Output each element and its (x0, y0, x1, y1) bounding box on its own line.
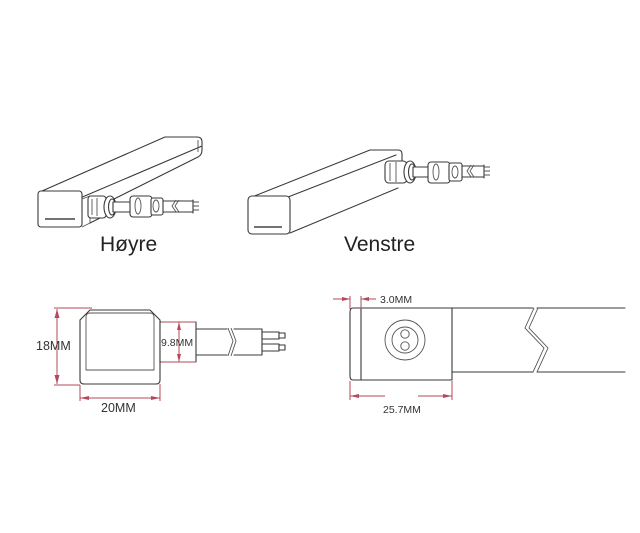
dimension-25-7mm: 25.7MM (349, 381, 453, 416)
dimension-9-8mm: 9.8MM (161, 321, 196, 363)
end-view-drawing: 18MM 9.8MM 20MM (36, 307, 286, 415)
hoyre-isometric-view: Høyre (37, 136, 203, 256)
dim-label-cable-height: 9.8MM (161, 337, 193, 349)
dim-label-cap-thickness: 3.0MM (380, 294, 412, 306)
dimension-18mm: 18MM (36, 307, 92, 386)
dimension-20mm: 20MM (79, 384, 161, 415)
side-view-drawing: 3.0MM 25.7MM (333, 294, 626, 416)
hoyre-connector (87, 195, 199, 219)
dim-label-height: 18MM (36, 339, 71, 353)
view-label-venstre: Venstre (344, 233, 415, 256)
venstre-connector (384, 160, 490, 184)
socket-icon (384, 319, 426, 361)
dim-label-cap-length: 25.7MM (383, 404, 421, 416)
venstre-isometric-view: Venstre (247, 149, 490, 256)
view-label-hoyre: Høyre (100, 233, 157, 256)
dim-label-width: 20MM (101, 401, 136, 415)
dimension-3-0mm: 3.0MM (333, 294, 412, 309)
